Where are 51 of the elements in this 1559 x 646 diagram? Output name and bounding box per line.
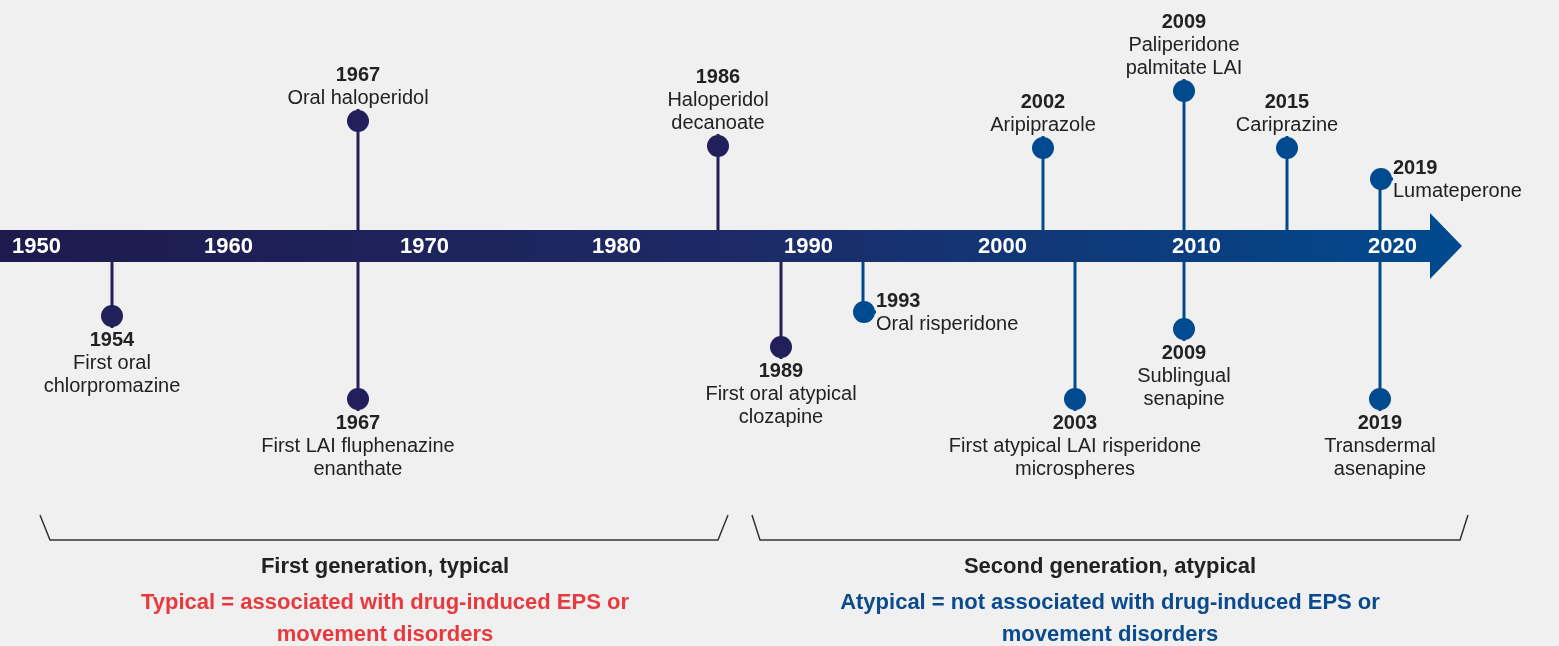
year-label: 1960: [204, 233, 253, 259]
event-description: Cariprazine: [1234, 113, 1340, 136]
group-heading: Second generation, atypical: [962, 552, 1258, 580]
group-note: Typical = associated with drug-induced EPS or movement disorders: [140, 588, 630, 646]
year-label: 2020: [1368, 233, 1417, 259]
group-note: Atypical = not associated with drug-induced EPS or movement disorders: [839, 588, 1381, 646]
event-description: Aripiprazole: [989, 113, 1097, 136]
stem-line: [1064, 262, 1086, 411]
stem-line: [853, 262, 876, 323]
year-label: 2019: [1356, 411, 1404, 434]
event-description: First LAI fluphenazine enanthate: [260, 434, 456, 480]
group-heading: First generation, typical: [259, 552, 511, 580]
year-label: 2003: [1051, 411, 1099, 434]
year-label: 2002: [1019, 90, 1067, 113]
stem-line: [1173, 79, 1195, 230]
event-description: Sublingual senapine: [1136, 364, 1232, 410]
year-label: 1986: [694, 65, 742, 88]
year-label: 2010: [1172, 233, 1221, 259]
year-label: 2009: [1160, 341, 1208, 364]
event-description: Transdermal asenapine: [1323, 434, 1437, 480]
stem-line: [1032, 136, 1054, 230]
year-label: 1950: [12, 233, 61, 259]
event-description: Oral risperidone: [876, 312, 1020, 335]
event-description: First oral chlorpromazine: [42, 351, 182, 397]
stem-line: [347, 262, 369, 411]
year-label: 1989: [757, 359, 805, 382]
event-description: First oral atypical clozapine: [704, 382, 858, 428]
year-label: 1954: [88, 328, 136, 351]
stem-line: [1370, 168, 1393, 230]
year-label: 1967: [334, 63, 382, 86]
stem-line: [347, 109, 369, 230]
stem-line: [770, 262, 792, 359]
event-description: Oral haloperidol: [286, 86, 430, 109]
event-description: Lumateperone: [1393, 179, 1523, 202]
year-label: 2015: [1263, 90, 1311, 113]
event-description: Paliperidone palmitate LAI: [1124, 33, 1244, 79]
year-label: 1993: [876, 289, 922, 312]
year-label: 2009: [1160, 10, 1208, 33]
year-label: 2000: [978, 233, 1027, 259]
stem-line: [707, 134, 729, 230]
stem-line: [1369, 262, 1391, 411]
year-label: 1970: [400, 233, 449, 259]
stem-line: [101, 262, 123, 328]
event-description: Haloperidol decanoate: [666, 88, 770, 134]
event-description: First atypical LAI risperidone microspheres: [947, 434, 1203, 480]
stem-line: [1173, 262, 1195, 341]
year-label: 1967: [334, 411, 382, 434]
stem-line: [1276, 136, 1298, 230]
year-label: 2019: [1393, 156, 1439, 179]
year-label: 1980: [592, 233, 641, 259]
year-label: 1990: [784, 233, 833, 259]
